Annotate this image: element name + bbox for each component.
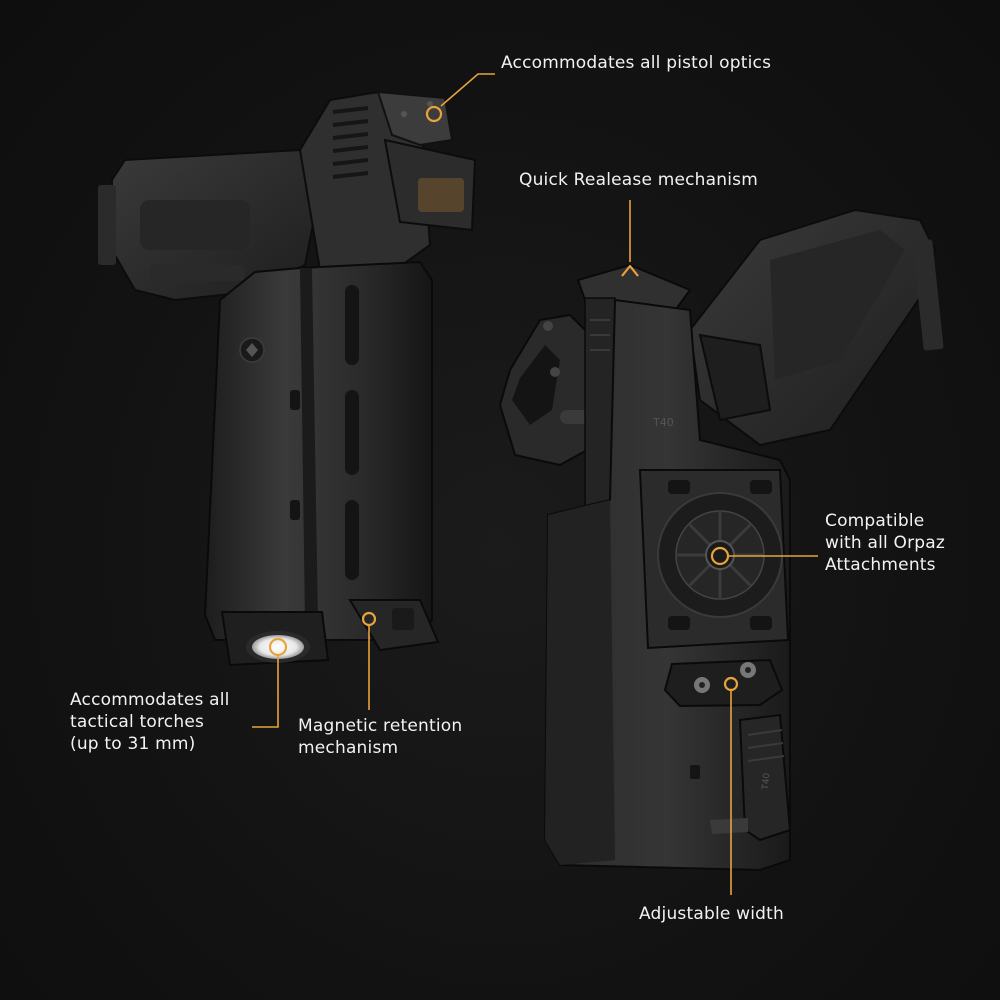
- right-release-lever: [576, 263, 692, 509]
- right-quick-release-hood: [498, 313, 607, 467]
- left-pistol-optic: [376, 90, 477, 232]
- callout-quick-release: Quick Realease mechanism: [519, 170, 758, 190]
- orpaz-logo-icon: [239, 337, 265, 363]
- right-adjust-plate: [663, 658, 784, 708]
- callout-line-torch: [252, 655, 279, 728]
- left-magnetic-lever: [348, 599, 440, 652]
- clip-mark: T40: [761, 772, 773, 791]
- marker-magnet-icon: [361, 611, 377, 627]
- marker-quick-icon: [621, 264, 639, 277]
- left-mag-plate: [98, 185, 116, 265]
- marker-torch-icon: [268, 637, 288, 657]
- callout-compatible: Compatible with all Orpaz Attachments: [825, 511, 946, 575]
- right-holster: T40: [498, 208, 944, 872]
- callout-adjustable: Adjustable width: [639, 904, 784, 924]
- callout-markers: [268, 105, 739, 692]
- callout-torches: Accommodates all tactical torches (up to…: [70, 690, 230, 754]
- left-grip-texture: [140, 200, 250, 281]
- marker-optics-icon: [425, 105, 443, 123]
- callout-line-optics: [440, 73, 495, 107]
- left-holster-rib: [300, 268, 318, 622]
- right-attachment-plate: [638, 469, 790, 650]
- callout-lines: [252, 73, 818, 895]
- marker-compat-icon: [710, 546, 730, 566]
- right-mag-plate: [912, 239, 944, 351]
- callout-magnetic: Magnetic retention mechanism: [298, 716, 463, 758]
- model-mark: T40: [652, 416, 674, 429]
- left-slide-serrations: [332, 106, 369, 179]
- left-holster-body: [203, 260, 433, 641]
- left-holster-slots: [290, 285, 359, 580]
- callout-optics: Accommodates all pistol optics: [501, 53, 772, 73]
- right-belt-clip: T40: [738, 713, 792, 842]
- left-holster: [98, 90, 477, 667]
- marker-width-icon: [723, 676, 739, 692]
